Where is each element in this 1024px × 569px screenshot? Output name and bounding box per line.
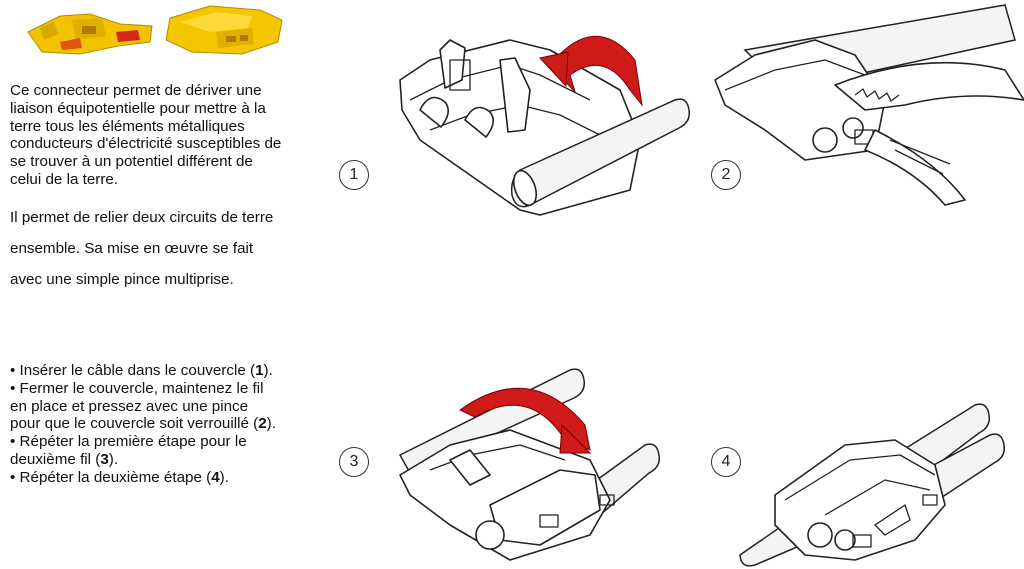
intro-paragraph: Ce connecteur permet de dériver une liai… <box>10 82 320 189</box>
intro-line: terre tous les éléments métalliques <box>10 117 245 135</box>
purpose-line: ensemble. Sa mise en œuvre se fait <box>10 240 254 257</box>
intro-line: celui de la terre. <box>10 170 119 188</box>
open-connector-image <box>27 13 153 55</box>
figure-number-badge: 2 <box>711 160 741 190</box>
step-line: pour que le couvercle soit verrouillé (2… <box>10 415 276 433</box>
intro-line: Ce connecteur permet de dériver une <box>10 82 262 99</box>
connector-photo <box>27 5 283 55</box>
figure-number-badge: 1 <box>339 160 369 190</box>
step-line: en place et pressez avec une pince <box>10 397 249 415</box>
figure-number-badge: 3 <box>339 447 369 477</box>
figure-3-illustration <box>398 368 661 561</box>
figure-2-illustration <box>714 4 1024 206</box>
figure-1-illustration <box>399 35 691 216</box>
figure-number-badge: 4 <box>711 447 741 477</box>
step-line: • Répéter la première étape pour le <box>10 433 247 451</box>
instruction-steps: • Insérer le câble dans le couvercle (1)… <box>10 362 320 487</box>
step-number: 3 <box>100 450 109 468</box>
purpose-line: Il permet de relier deux circuits de ter… <box>10 209 274 226</box>
intro-line: conducteurs d'électricité susceptibles d… <box>10 135 282 153</box>
step-number: 1 <box>255 362 264 379</box>
purpose-line: avec une simple pince multiprise. <box>10 271 234 288</box>
step-line: • Insérer le câble dans le couvercle (1)… <box>10 362 273 379</box>
step-line: • Fermer le couvercle, maintenez le fil <box>10 379 264 397</box>
intro-line: se trouver à un potentiel différent de <box>10 153 253 171</box>
intro-line: liaison équipotentielle pour mettre à la <box>10 99 266 117</box>
step-line: deuxième fil (3). <box>10 450 119 468</box>
closed-connector-image <box>165 5 283 55</box>
figure-4-illustration <box>739 403 1006 567</box>
step-number: 2 <box>258 415 267 433</box>
step-line: • Répéter la deuxième étape (4). <box>10 468 229 486</box>
step-number: 4 <box>211 468 220 486</box>
